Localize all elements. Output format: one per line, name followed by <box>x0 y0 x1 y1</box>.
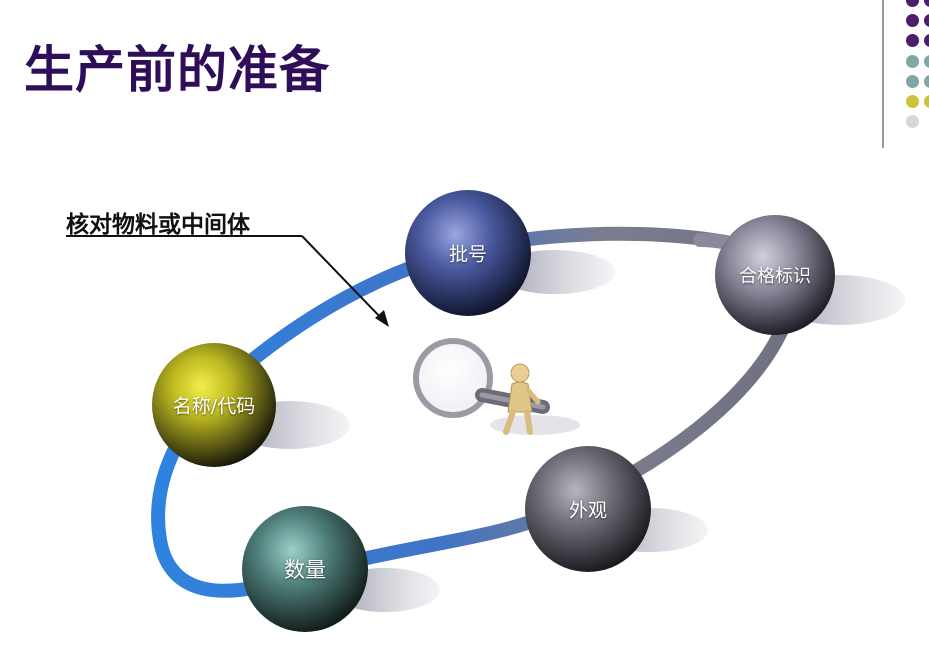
name-code-node-label: 名称/代码 <box>173 392 255 419</box>
quantity-node-label: 数量 <box>284 554 326 584</box>
callout-label: 核对物料或中间体 <box>66 205 250 239</box>
batch-node-label: 批号 <box>449 240 487 267</box>
magnifier-figure-icon <box>416 341 580 435</box>
appearance-node-label: 外观 <box>569 496 607 523</box>
qualified-node-label: 合格标识 <box>739 262 811 288</box>
